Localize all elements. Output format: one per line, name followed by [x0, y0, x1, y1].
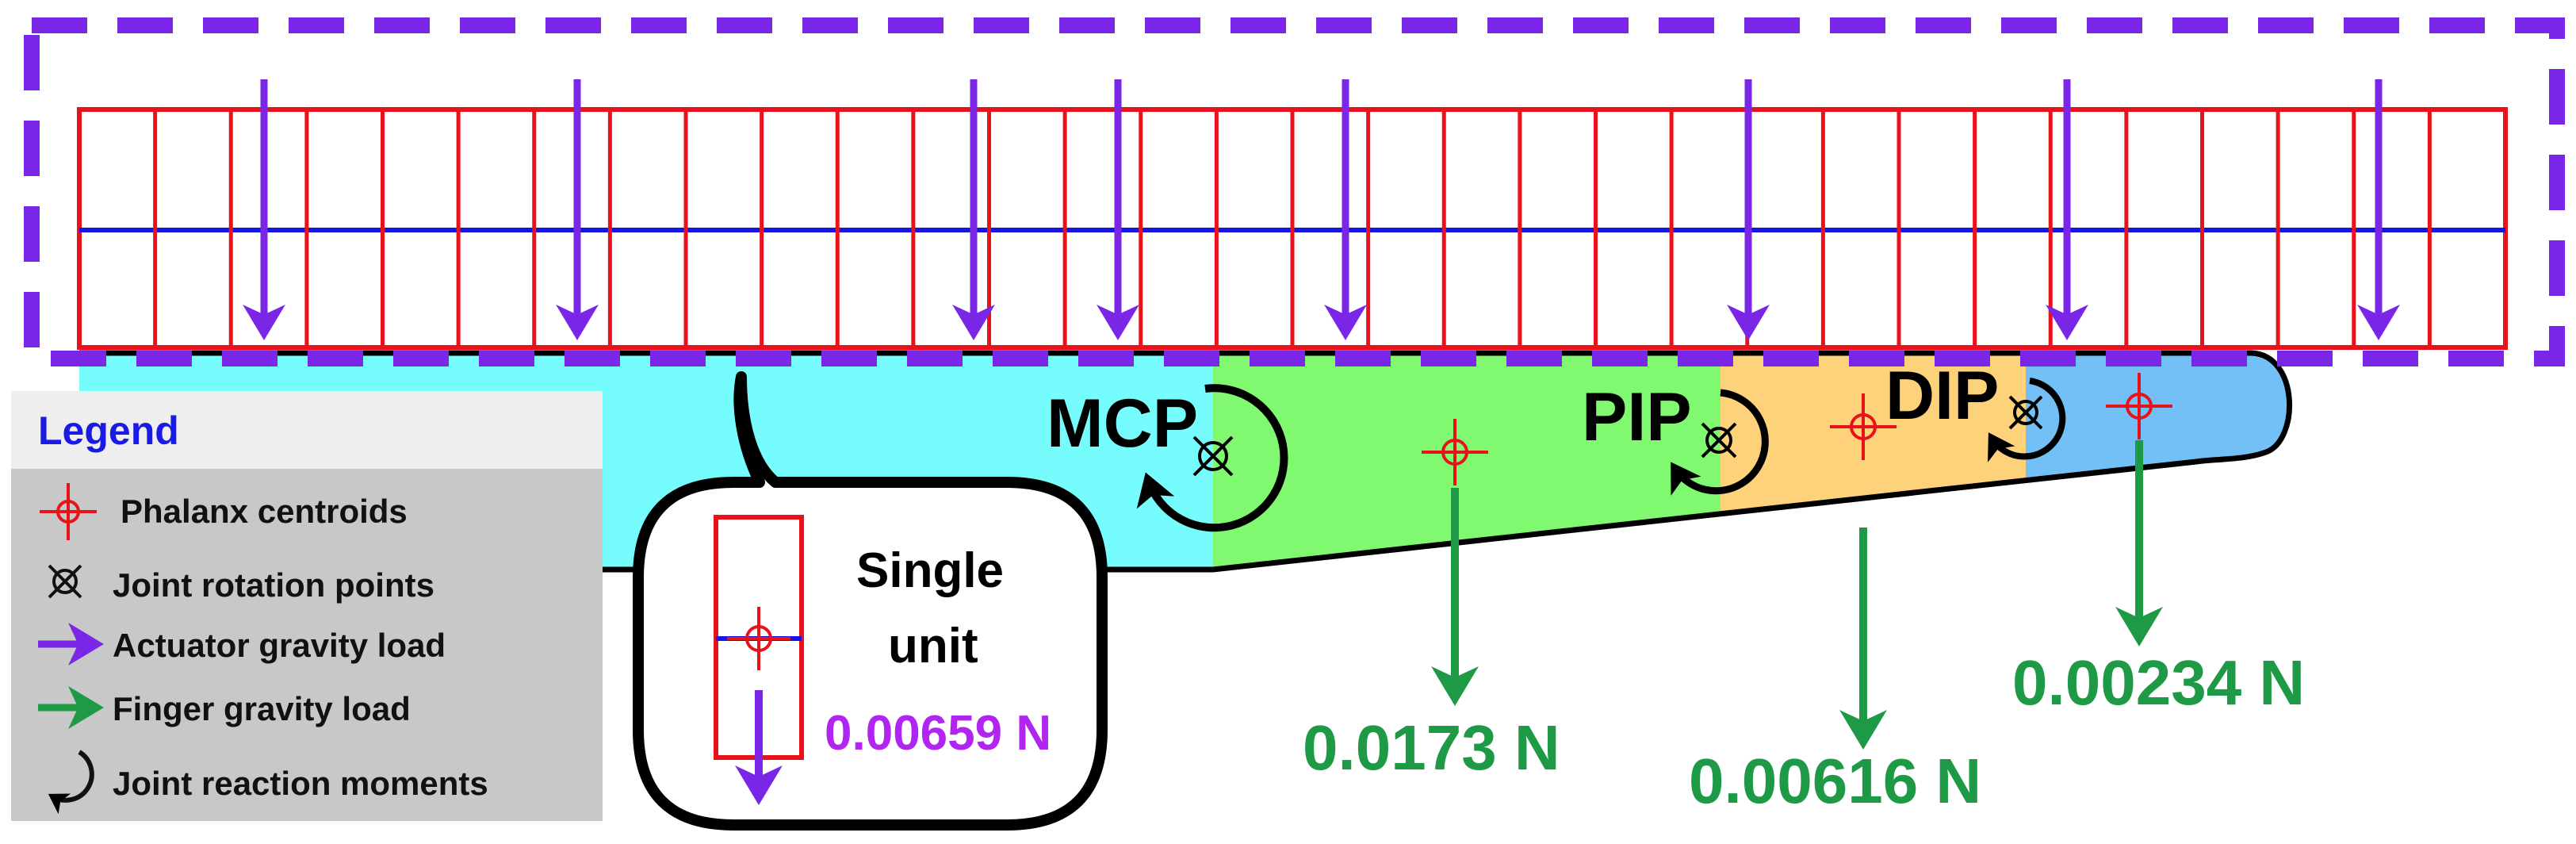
- finger-outline: [79, 350, 2293, 573]
- joint-rotation-icon: [1192, 435, 1234, 477]
- legend-label: Joint reaction moments: [113, 765, 488, 802]
- legend-label: Joint rotation points: [113, 566, 434, 604]
- single-unit-callout: Single unit 0.00659 N: [633, 371, 1108, 831]
- callout-bubble: [633, 371, 1108, 831]
- curved-arrow-icon: [1671, 389, 1769, 496]
- single-unit-load: 0.00659 N: [825, 706, 1051, 761]
- phalanx-centroid-icon: [1422, 419, 1488, 485]
- distal-phalanx-blue: [2026, 353, 2290, 480]
- middle-phalanx: [1213, 353, 1721, 570]
- legend-label: Phalanx centroids: [121, 493, 408, 530]
- mcp-label: MCP: [1047, 386, 1198, 462]
- single-unit-title: Single: [856, 543, 1004, 598]
- mcp-joint: MCP: [1047, 384, 1288, 532]
- curved-arrow-icon: [48, 750, 94, 815]
- actuator-units: [77, 107, 2508, 350]
- legend-body: [11, 469, 603, 821]
- actuator-gravity-arrows: [243, 79, 2400, 340]
- pip-label: PIP: [1582, 379, 1692, 455]
- pip-joint: PIP: [1582, 379, 1769, 496]
- dip-joint: DIP: [1885, 358, 2066, 462]
- finger-load-label: 0.00234 N: [2012, 647, 2305, 718]
- phalanx-centroid-icon: [1830, 393, 1897, 460]
- joint-rotation-icon: [2008, 395, 2043, 430]
- phalanx-centroid-icon: [40, 483, 97, 540]
- legend-label: Finger gravity load: [113, 690, 411, 727]
- finger-load-label: 0.0173 N: [1303, 712, 1560, 783]
- legend-title: Legend: [38, 409, 179, 453]
- joint-rotation-icon: [48, 564, 82, 599]
- curved-arrow-icon: [1988, 378, 2066, 462]
- finger-load-label: 0.00616 N: [1689, 746, 1981, 816]
- legend-title-bar: [11, 391, 603, 469]
- joint-rotation-icon: [1701, 422, 1737, 458]
- dip-label: DIP: [1885, 358, 1999, 434]
- actuator-boundary: [24, 17, 2565, 366]
- phalanx-centroid-icon: [727, 607, 790, 670]
- curved-arrow-icon: [1136, 384, 1288, 532]
- phalanx-centroid-icon: [2106, 373, 2172, 439]
- legend-label: Actuator gravity load: [113, 627, 446, 664]
- legend: Legend Phalanx centroids Joint rotation …: [11, 391, 603, 821]
- single-unit-subtitle: unit: [888, 619, 978, 673]
